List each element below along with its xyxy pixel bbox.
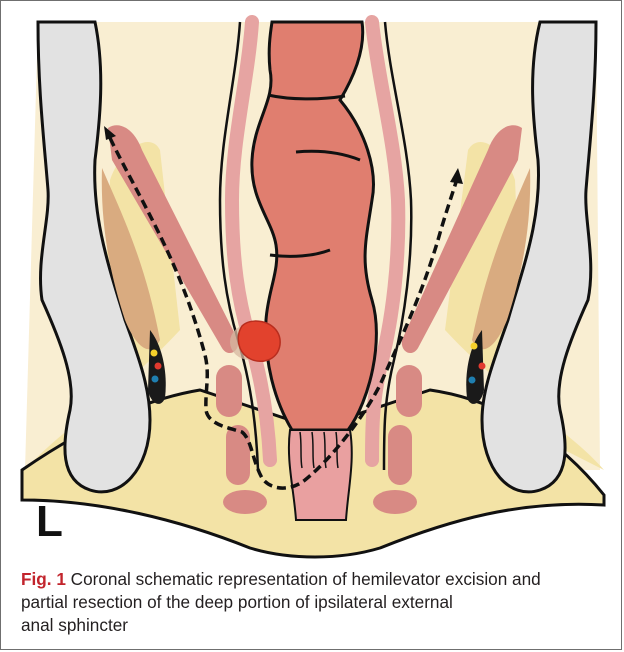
anal-canal [289,430,352,520]
tumor-mass [238,321,280,361]
caption-label: Fig. 1 [21,569,66,589]
caption-line-3: anal sphincter [21,614,611,637]
right-vessel-blue [469,377,476,384]
left-vessel-yellow [151,350,158,357]
caption-line-1: Fig. 1 Coronal schematic representation … [21,568,611,591]
coronal-pelvis-diagram [0,0,624,560]
figure-caption: Fig. 1 Coronal schematic representation … [21,568,611,637]
right-sphincter-superficial [388,425,412,485]
left-sphincter-subcutaneous [223,490,267,514]
right-sphincter-subcutaneous [373,490,417,514]
left-vessel-blue [152,376,159,383]
left-sphincter-superficial [226,425,250,485]
right-sphincter-deep [396,365,422,417]
caption-text-1: Coronal schematic representation of hemi… [71,569,541,589]
right-vessel-yellow [471,343,478,350]
left-vessel-red [155,363,162,370]
side-label: L [36,500,63,544]
right-vessel-red [479,363,486,370]
caption-line-2: partial resection of the deep portion of… [21,591,611,614]
left-sphincter-deep [216,365,242,417]
